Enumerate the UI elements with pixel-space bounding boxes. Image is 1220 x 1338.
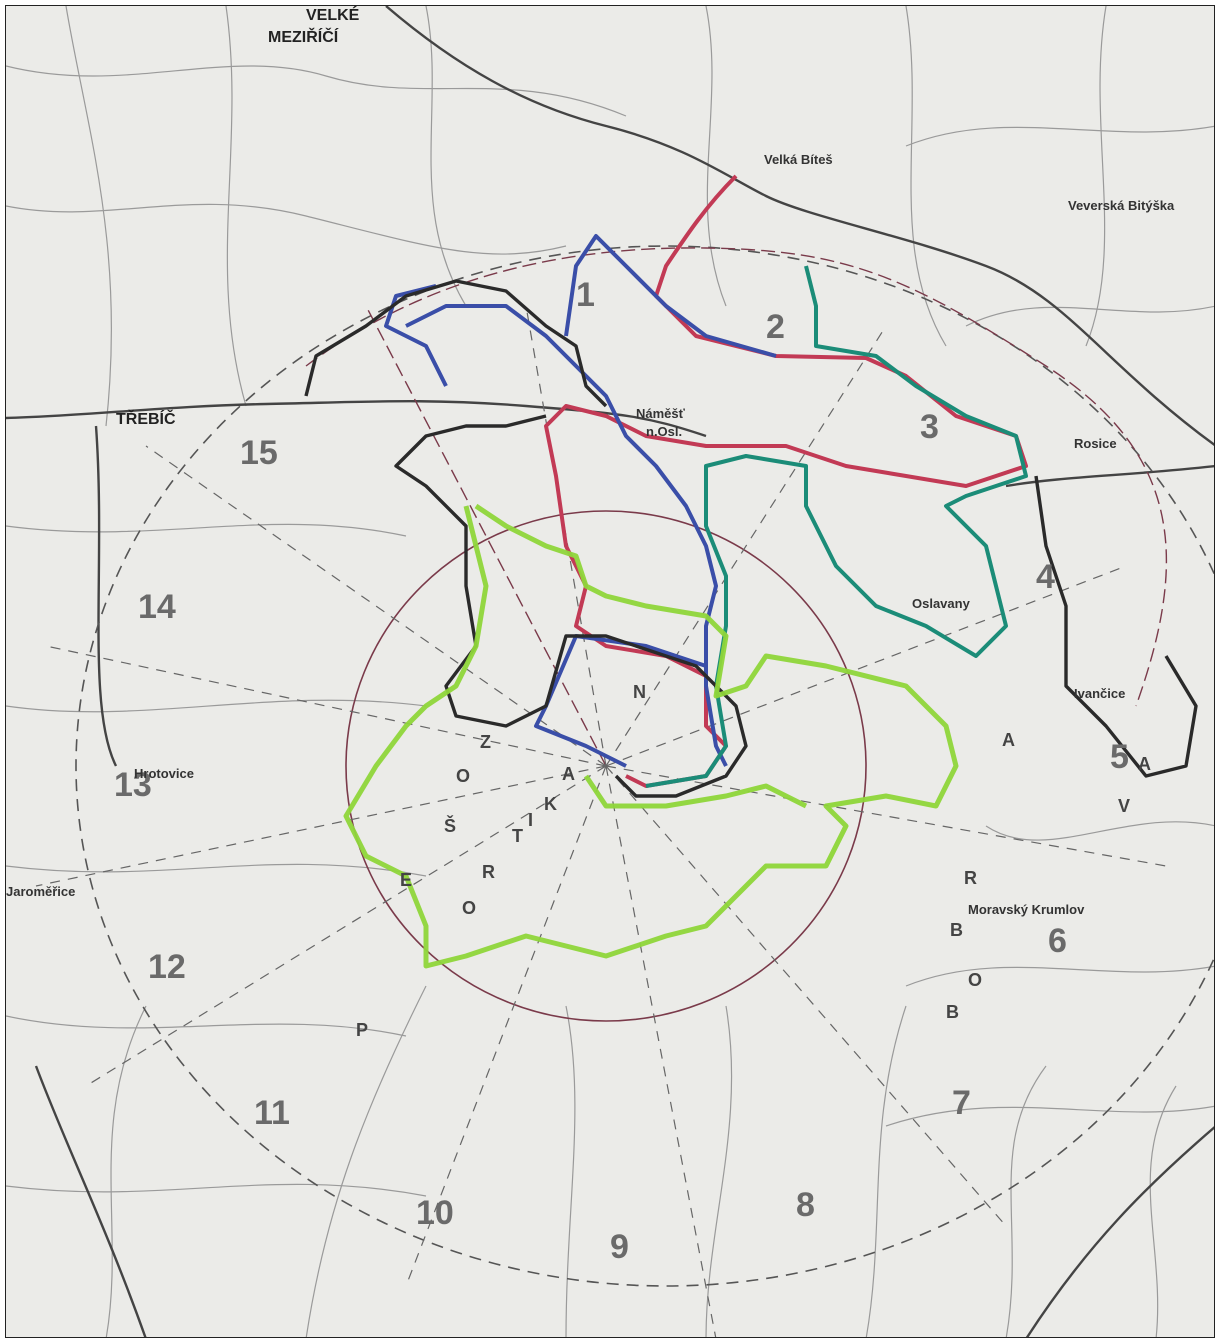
sector-label-2: 2 <box>766 308 785 346</box>
route-green[interactable] <box>343 503 959 969</box>
zone-letter: O <box>968 970 982 990</box>
sector-label-5: 5 <box>1110 738 1129 776</box>
zone-letter: R <box>482 862 495 882</box>
sector-label-4: 4 <box>1036 558 1055 596</box>
zone-letter: P <box>356 1020 368 1040</box>
sector-label-6: 6 <box>1048 922 1067 960</box>
sector-label-3: 3 <box>920 408 939 446</box>
zone-letter: A <box>562 764 575 784</box>
zone-letter: O <box>456 766 470 786</box>
zone-letter: B <box>950 920 963 940</box>
sector-label-7: 7 <box>952 1084 971 1122</box>
zone-letter: A <box>1002 730 1015 750</box>
zone-letter: O <box>462 898 476 918</box>
zone-letter: R <box>964 868 977 888</box>
town-label: Náměšť <box>636 406 686 421</box>
town-label: Jaroměřice <box>6 884 75 899</box>
sector-label-12: 12 <box>148 948 186 986</box>
route-teal[interactable] <box>645 265 1028 788</box>
town-label: n.Osl. <box>646 424 682 439</box>
sector-label-14: 14 <box>138 588 176 626</box>
town-label: Moravský Krumlov <box>968 902 1085 917</box>
sector-label-11: 11 <box>254 1094 290 1132</box>
town-label: Rosice <box>1074 436 1117 451</box>
zone-letter: I <box>528 810 533 830</box>
road-network <box>6 6 1214 1337</box>
zone-letter: Š <box>444 815 456 836</box>
town-label: Hrotovice <box>134 766 194 781</box>
sector-label-9: 9 <box>610 1228 629 1266</box>
town-label: Velká Bíteš <box>764 152 833 167</box>
town-label: MEZIŘÍČÍ <box>268 27 339 46</box>
zone-letter: N <box>633 682 646 702</box>
zone-letter: A <box>1138 754 1151 774</box>
zone-letter: Z <box>480 732 491 752</box>
route-black[interactable] <box>304 279 1198 798</box>
zone-letter: K <box>544 794 557 814</box>
zone-letter: V <box>1118 796 1130 816</box>
map-background <box>6 6 1214 1337</box>
town-label: Oslavany <box>912 596 971 611</box>
town-label: TŘEBÍČ <box>116 409 176 428</box>
town-label: Veverská Bitýška <box>1068 198 1175 213</box>
route-red[interactable] <box>544 174 1028 788</box>
town-label: Ivančice <box>1074 686 1125 701</box>
route-blue[interactable] <box>384 234 777 768</box>
zone-letter: T <box>512 826 523 846</box>
zone-letter: B <box>946 1002 959 1022</box>
sector-label-15: 15 <box>240 434 278 472</box>
sector-label-1: 1 <box>576 276 595 314</box>
zone-letter: E <box>400 870 412 890</box>
sector-label-13: 13 <box>114 766 152 804</box>
sector-label-10: 10 <box>416 1194 454 1232</box>
town-label: VELKÉ <box>306 6 360 24</box>
sector-label-8: 8 <box>796 1186 815 1224</box>
